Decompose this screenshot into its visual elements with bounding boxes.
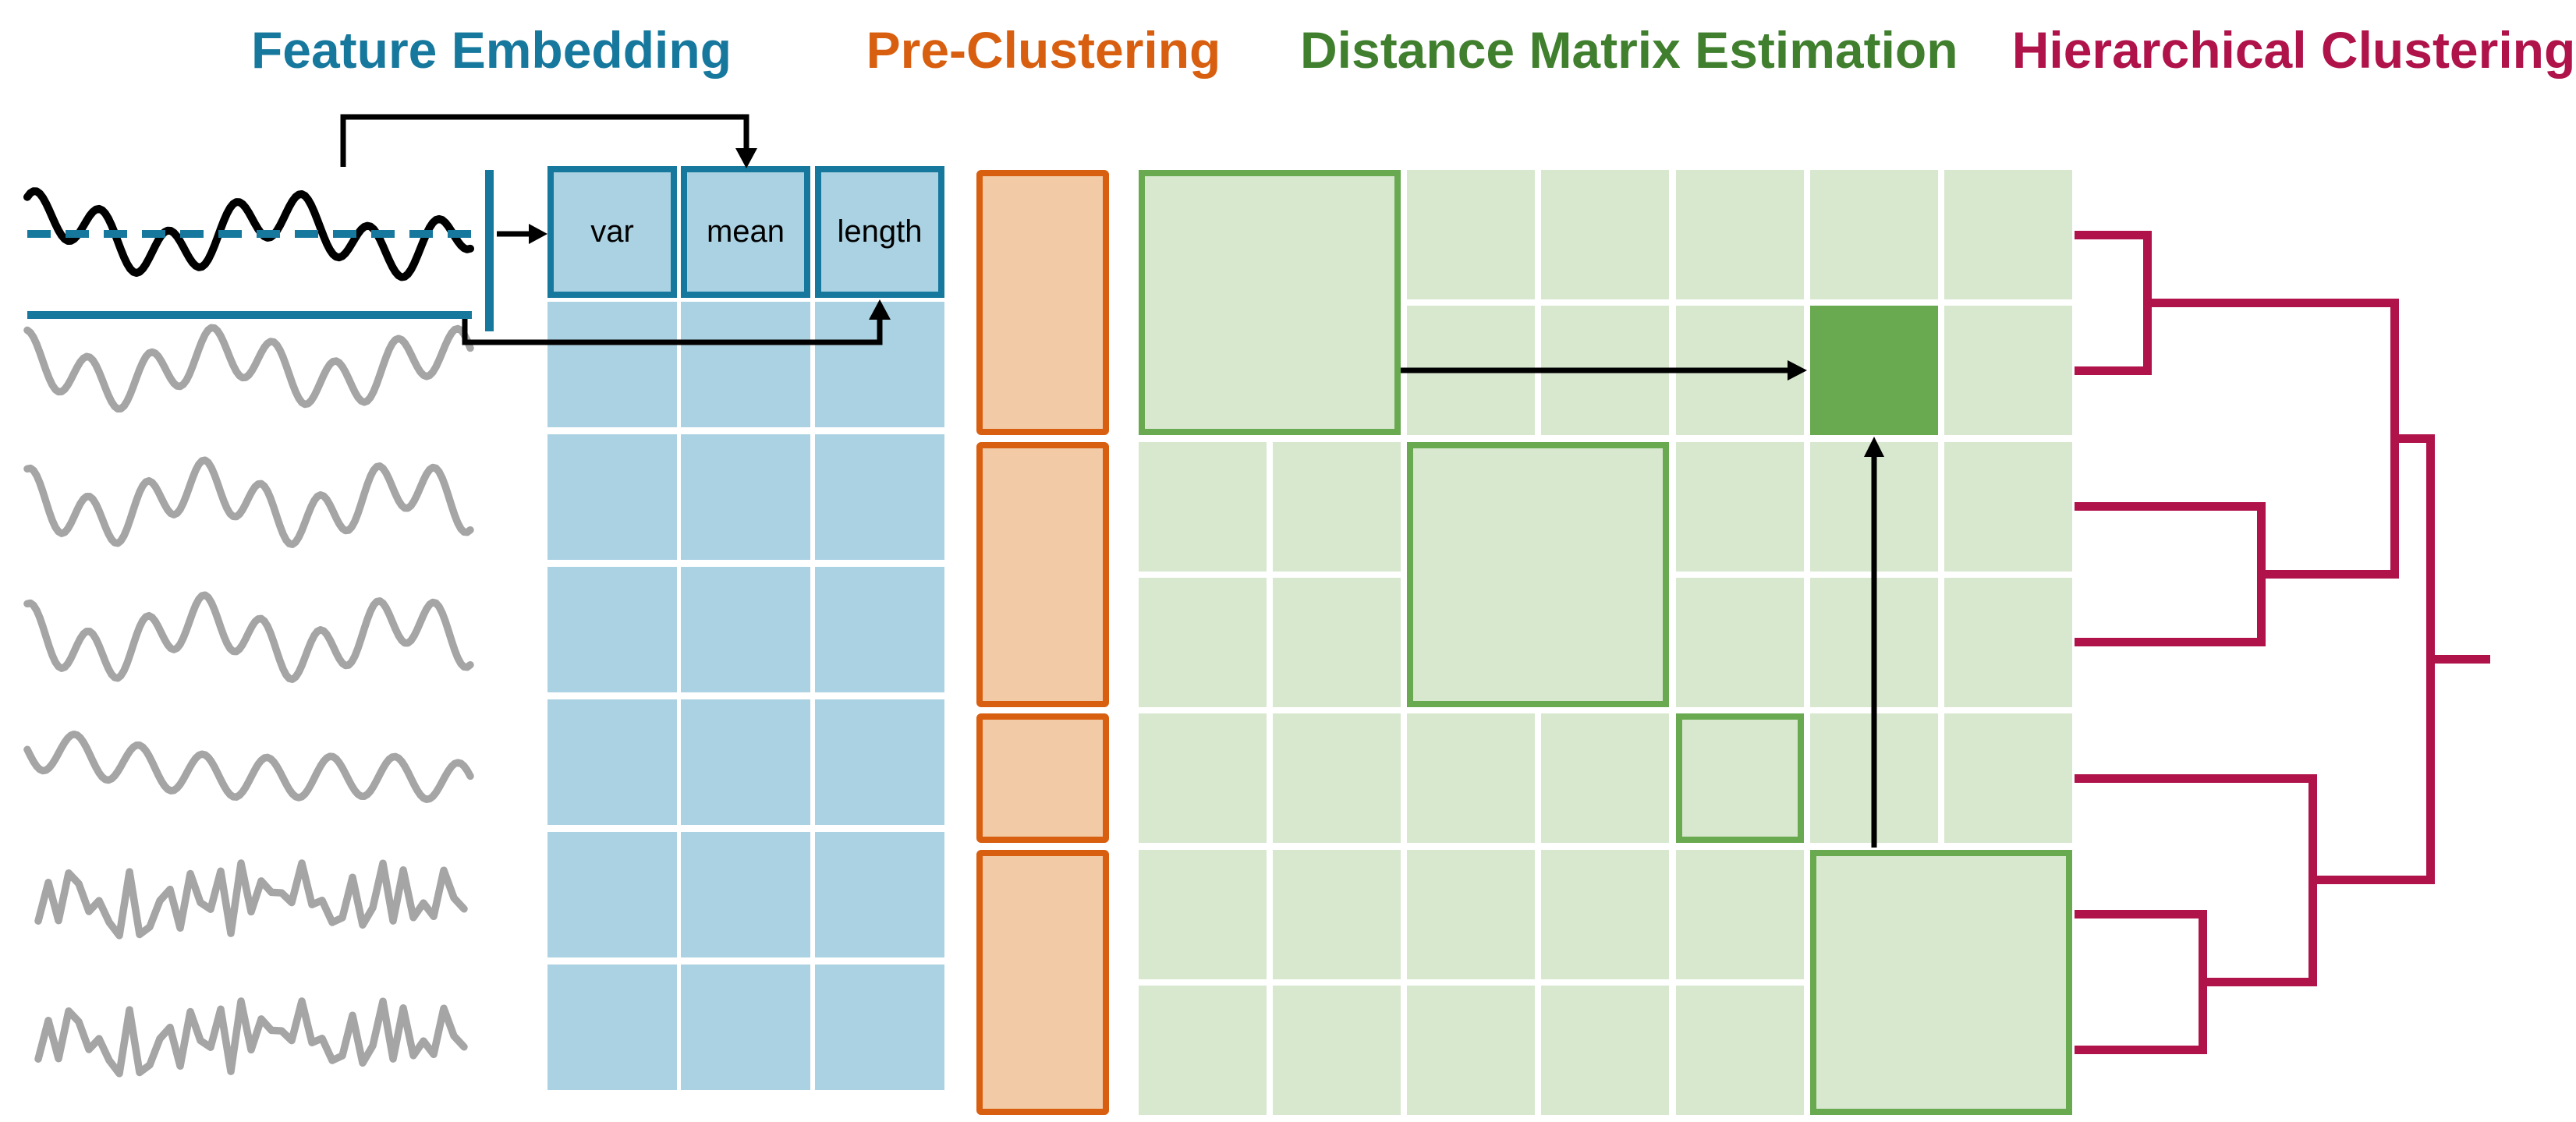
- dendrogram-segment: [2075, 638, 2261, 647]
- matrix-cell: [1407, 713, 1536, 844]
- title-feature-embedding: Feature Embedding: [250, 21, 732, 79]
- matrix-cell: [1944, 577, 2072, 707]
- matrix-cell: [1407, 985, 1536, 1115]
- precluster-group-2: [976, 441, 1109, 707]
- feature-header-cell-mean: mean: [681, 166, 810, 298]
- feature-label-var: var: [590, 214, 634, 249]
- title-hierarchical-clustering: Hierarchical Clustering: [2011, 21, 2576, 79]
- block-to-cell-arrow-vertical: [1864, 437, 1884, 848]
- matrix-cell: [1139, 985, 1267, 1115]
- matrix-cell: [1944, 170, 2072, 299]
- matrix-cell: [1139, 849, 1267, 979]
- feature-cell: [547, 567, 677, 692]
- mean-dashed-line: [27, 230, 472, 238]
- signal-wave-1: [23, 187, 474, 281]
- matrix-cell: [1273, 577, 1401, 707]
- matrix-cell: [1675, 985, 1804, 1115]
- feature-cell: [815, 567, 944, 692]
- matrix-cell: [1944, 306, 2072, 436]
- matrix-cell: [1273, 985, 1401, 1115]
- cluster-block-4: [1809, 849, 2072, 1115]
- feature-cell: [681, 567, 810, 692]
- feature-cell: [681, 832, 810, 957]
- dendrogram-segment: [2312, 876, 2430, 885]
- precluster-group-4: [976, 849, 1109, 1115]
- matrix-cell: [1139, 441, 1267, 572]
- dendrogram-segment: [2261, 570, 2394, 579]
- signal-wave-2: [23, 324, 474, 413]
- feature-label-length: length: [837, 214, 923, 249]
- dendrogram-segment: [2075, 773, 2312, 783]
- selected-distance-cell: [1809, 306, 1938, 436]
- signal-wave-3: [23, 456, 474, 548]
- feature-cell: [547, 964, 677, 1090]
- dendrogram-segment: [2202, 978, 2312, 987]
- series-end-bar: [485, 170, 494, 331]
- cluster-block-2: [1407, 441, 1670, 707]
- feature-label-mean: mean: [706, 214, 785, 249]
- signal-wave-5: [23, 730, 474, 803]
- matrix-cell: [1541, 849, 1670, 979]
- matrix-cell: [1675, 170, 1804, 299]
- matrix-cell: [1675, 849, 1804, 979]
- matrix-cell: [1541, 170, 1670, 299]
- matrix-cell: [1541, 985, 1670, 1115]
- feature-cell: [547, 434, 677, 560]
- feature-cell: [815, 434, 944, 560]
- window-underline: [27, 311, 472, 319]
- matrix-cell: [1273, 441, 1401, 572]
- matrix-cell: [1944, 441, 2072, 572]
- series-to-var-arrow: [497, 224, 547, 244]
- title-pre-clustering: Pre-Clustering: [866, 21, 1221, 79]
- block-to-cell-arrow-horizontal: [1401, 360, 1807, 380]
- cluster-block-1: [1139, 170, 1401, 436]
- dendrogram-segment: [2394, 434, 2430, 443]
- feature-header-cell-length: length: [815, 166, 944, 298]
- title-distance-matrix-estimation: Distance Matrix Estimation: [1300, 21, 1958, 79]
- dendrogram-segment: [2075, 502, 2261, 511]
- feature-cell: [815, 964, 944, 1090]
- matrix-cell: [1273, 849, 1401, 979]
- feature-cell: [681, 699, 810, 825]
- precluster-group-3: [976, 713, 1109, 844]
- feature-cell: [547, 699, 677, 825]
- matrix-cell: [1407, 849, 1536, 979]
- signal-wave-6: [34, 859, 468, 940]
- feature-cell: [681, 434, 810, 560]
- feature-cell: [547, 832, 677, 957]
- feature-cell: [815, 699, 944, 825]
- cluster-block-3: [1675, 713, 1804, 844]
- precluster-group-1: [976, 170, 1109, 436]
- feature-header-cell-var: var: [547, 166, 677, 298]
- feature-cell: [547, 302, 677, 427]
- window-to-length-arrow: [462, 299, 891, 345]
- dendrogram-segment: [2075, 230, 2147, 239]
- dendrogram-segment: [2430, 655, 2490, 664]
- matrix-cell: [1944, 713, 2072, 844]
- series-to-mean-arrow: [340, 114, 757, 168]
- dendrogram-segment: [2147, 298, 2394, 307]
- matrix-cell: [1809, 170, 1938, 299]
- dendrogram-segment: [2075, 910, 2202, 918]
- dendrogram-segment: [2075, 366, 2147, 375]
- matrix-cell: [1675, 441, 1804, 572]
- feature-cell: [681, 964, 810, 1090]
- matrix-cell: [1541, 713, 1670, 844]
- signal-wave-4: [23, 591, 474, 683]
- signal-wave-7: [34, 997, 468, 1078]
- feature-cell: [681, 302, 810, 427]
- matrix-cell: [1139, 713, 1267, 844]
- feature-cell: [815, 832, 944, 957]
- matrix-cell: [1407, 170, 1536, 299]
- matrix-cell: [1675, 577, 1804, 707]
- matrix-cell: [1139, 577, 1267, 707]
- dendrogram-segment: [2075, 1046, 2202, 1055]
- matrix-cell: [1273, 713, 1401, 844]
